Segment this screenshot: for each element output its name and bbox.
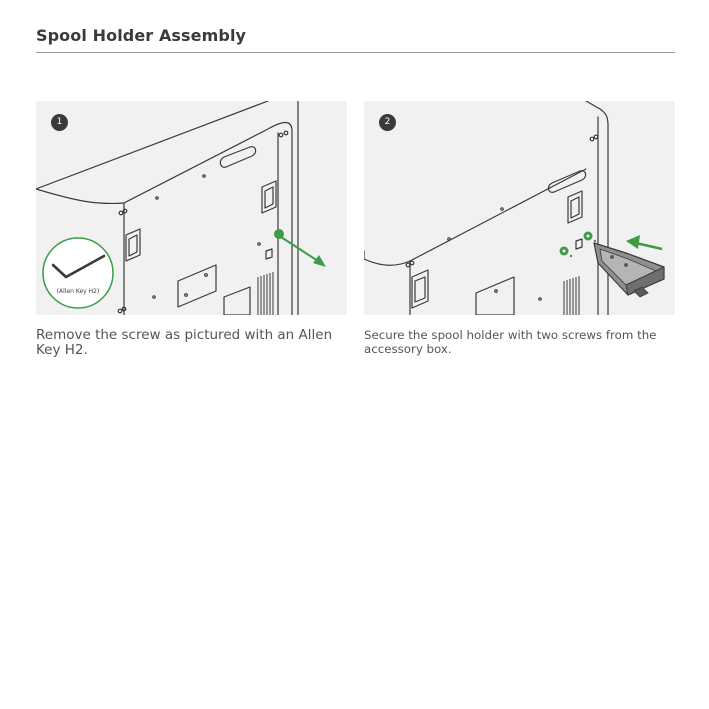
title-divider — [36, 52, 675, 53]
insert-arrow — [635, 241, 663, 251]
step-2-illustration: 2 — [364, 101, 675, 315]
allen-key-label: (Allen Key H2) — [57, 288, 100, 295]
spool-holder-bracket — [593, 242, 665, 298]
printer-rear-remove-screw-drawing: (Allen Key H2) — [36, 101, 326, 315]
printer-rear-attach-holder-drawing — [364, 101, 665, 315]
step-1-number-badge: 1 — [51, 114, 68, 131]
step-2-number-badge: 2 — [379, 114, 396, 131]
step-1-illustration: (Allen Key H2) 1 — [36, 101, 347, 315]
removal-arrow — [280, 236, 319, 262]
page-title: Spool Holder Assembly — [36, 26, 247, 45]
step-1-caption: Remove the screw as pictured with an All… — [36, 327, 333, 358]
step-2-caption: Secure the spool holder with two screws … — [364, 328, 657, 356]
allen-key-callout: (Allen Key H2) — [42, 237, 114, 309]
